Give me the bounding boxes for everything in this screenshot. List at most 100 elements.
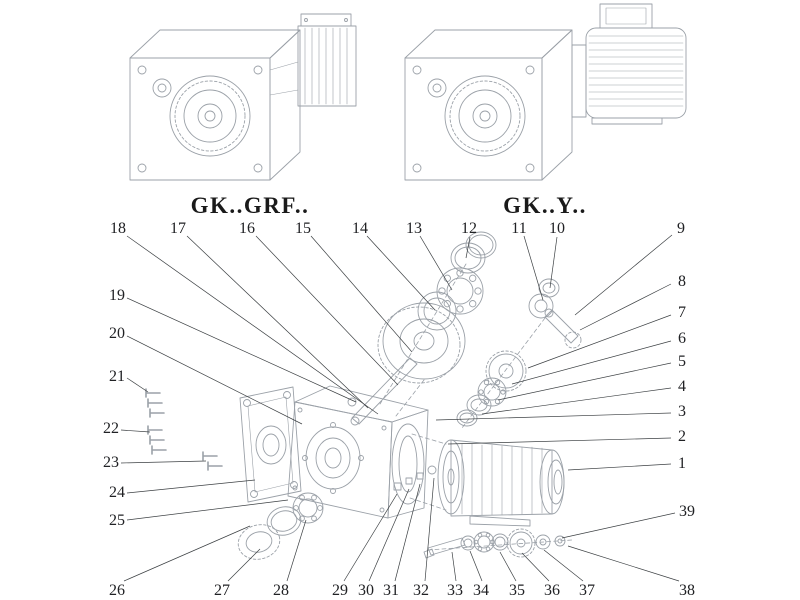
leader-line-15 xyxy=(310,235,413,353)
motor-feet xyxy=(469,515,531,527)
key-block xyxy=(393,482,402,491)
leader-line-27 xyxy=(227,548,261,582)
bore-inner xyxy=(472,103,498,129)
callout-15: 15 xyxy=(295,220,311,237)
gear-housing xyxy=(287,385,429,519)
shaft-center xyxy=(479,110,491,122)
cap-bolt xyxy=(344,18,348,22)
bolt xyxy=(147,425,163,435)
bolt xyxy=(149,408,165,418)
callout-23: 23 xyxy=(103,454,119,471)
intermediate-gear xyxy=(485,350,527,392)
adapter-line xyxy=(269,89,299,96)
leader-line-12 xyxy=(465,236,471,259)
callout-25: 25 xyxy=(109,512,125,529)
gearbox-grf-drawing xyxy=(129,13,357,181)
terminal-box-lid xyxy=(605,7,647,25)
callout-17: 17 xyxy=(170,220,186,237)
leader-line-26 xyxy=(123,525,251,582)
callout-29: 29 xyxy=(332,582,348,599)
leader-line-30 xyxy=(368,488,410,582)
leader-line-23 xyxy=(120,460,207,464)
bore-mid xyxy=(183,89,237,143)
leader-line-7 xyxy=(527,314,672,369)
leader-line-8 xyxy=(579,283,672,331)
leader-line-3 xyxy=(435,412,672,421)
leader-line-34 xyxy=(469,550,483,582)
leader-line-33 xyxy=(451,551,457,582)
gear-teeth-hint xyxy=(174,80,246,152)
motor-body xyxy=(450,439,553,517)
callout-1: 1 xyxy=(678,455,686,472)
figure-label-y: GK..Y.. xyxy=(503,193,587,218)
callout-16: 16 xyxy=(239,220,255,237)
callout-26: 26 xyxy=(109,582,125,599)
mount-hole xyxy=(137,163,147,173)
leader-line-29 xyxy=(343,493,398,582)
assembly-axis xyxy=(461,317,546,429)
mount-hole xyxy=(253,163,263,173)
leader-line-6 xyxy=(511,340,672,385)
bolt xyxy=(145,388,161,398)
leader-line-9 xyxy=(574,234,673,316)
shaft-center xyxy=(204,110,216,122)
figure-label-grf: GK..GRF.. xyxy=(191,193,310,218)
bearing xyxy=(473,531,495,553)
leader-line-14 xyxy=(366,235,436,311)
key-block xyxy=(416,472,424,480)
ball-bearing-large xyxy=(436,267,484,315)
callout-35: 35 xyxy=(509,582,525,599)
washer xyxy=(460,535,476,551)
cap-bolt xyxy=(304,18,308,22)
leader-line-4 xyxy=(481,387,672,415)
bolt xyxy=(207,461,223,471)
motor-adapter xyxy=(571,44,587,118)
callout-27: 27 xyxy=(214,582,230,599)
callout-10: 10 xyxy=(549,220,565,237)
ball-bearing-mid xyxy=(477,377,507,407)
output-axis xyxy=(427,539,573,551)
callout-11: 11 xyxy=(511,220,526,237)
leader-line-13 xyxy=(419,235,453,291)
leader-line-5 xyxy=(497,362,672,401)
leader-line-22 xyxy=(120,429,151,433)
mount-hole xyxy=(412,65,422,75)
bore-outer xyxy=(444,75,526,157)
exploded-view xyxy=(145,231,582,560)
callout-2: 2 xyxy=(678,428,686,445)
mount-hole xyxy=(525,65,535,75)
housing-side-face xyxy=(541,29,573,181)
leader-line-36 xyxy=(521,552,550,582)
mount-hole xyxy=(525,163,535,173)
leader-line-31 xyxy=(394,483,421,582)
bore-outer xyxy=(169,75,251,157)
callout-13: 13 xyxy=(406,220,422,237)
callout-28: 28 xyxy=(273,582,289,599)
motor-ribs xyxy=(588,35,684,107)
leader-line-32 xyxy=(424,477,435,582)
shim-rings xyxy=(450,231,497,274)
callout-22: 22 xyxy=(103,420,119,437)
output-seals-bearings xyxy=(237,492,324,560)
leader-line-18 xyxy=(126,235,379,415)
leader-line-28 xyxy=(286,519,307,582)
mount-hole xyxy=(253,65,263,75)
leader-line-35 xyxy=(499,551,517,582)
callout-12: 12 xyxy=(461,220,477,237)
callout-24: 24 xyxy=(109,484,125,501)
pinion-gear xyxy=(506,528,536,558)
callout-38: 38 xyxy=(679,582,695,599)
callout-39: 39 xyxy=(679,503,695,520)
leader-line-19 xyxy=(126,297,357,403)
leader-line-16 xyxy=(255,235,399,386)
motor-ribs xyxy=(461,443,543,516)
callout-36: 36 xyxy=(544,582,560,599)
assembly-axis xyxy=(395,379,425,417)
gearbox-y-drawing xyxy=(404,3,687,181)
bore-inner xyxy=(197,103,223,129)
callout-6: 6 xyxy=(678,330,686,347)
bolt xyxy=(147,398,163,408)
